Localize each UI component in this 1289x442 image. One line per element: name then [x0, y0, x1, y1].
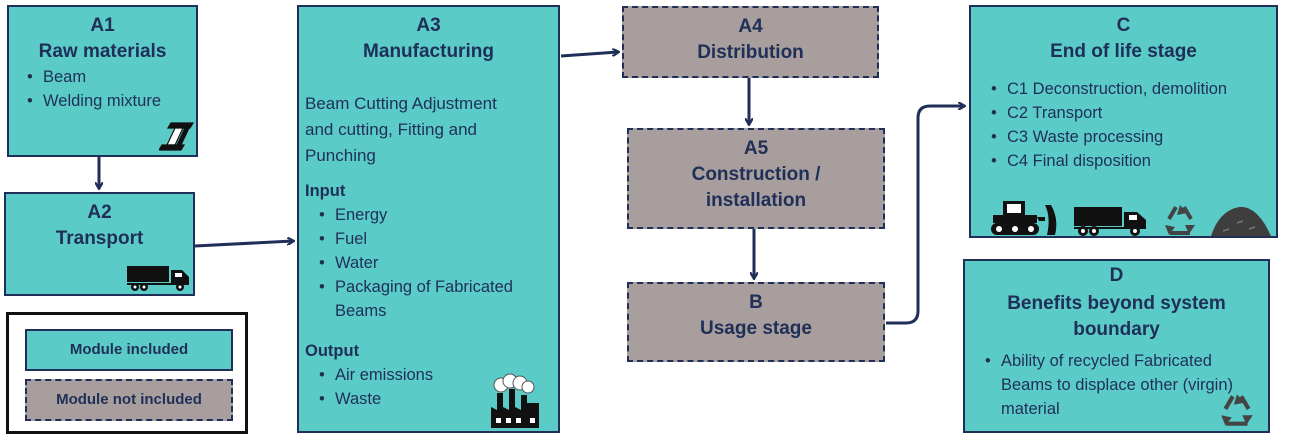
- factory-icon: [491, 373, 539, 428]
- list-item: Energy: [319, 203, 558, 227]
- legend: Module included Module not included: [6, 312, 248, 434]
- module-a5: A5 Construction / installation: [627, 128, 885, 229]
- module-code: A4: [738, 16, 763, 37]
- module-title: Raw materials: [38, 41, 167, 62]
- list-item: Beam: [27, 65, 196, 89]
- description-line: Punching: [305, 146, 376, 165]
- legend-included: Module included: [25, 329, 233, 371]
- list-item: C3 Waste processing: [991, 125, 1276, 149]
- module-code: A3: [416, 15, 441, 36]
- module-title-line: Construction /: [691, 164, 821, 185]
- end-of-life-list: C1 Deconstruction, demolition C2 Transpo…: [971, 77, 1276, 173]
- output-list: Air emissions Waste: [299, 363, 558, 411]
- module-a3: A3 Manufacturing Beam Cutting Adjustment…: [297, 5, 560, 433]
- description-line: Beam Cutting Adjustment: [305, 94, 497, 113]
- waste-pile-icon: [1211, 206, 1271, 236]
- recycle-icon: [1165, 205, 1195, 235]
- truck-icon: [127, 266, 189, 291]
- list-item: C4 Final disposition: [991, 149, 1276, 173]
- module-title: Distribution: [697, 42, 804, 63]
- module-code: A1: [90, 15, 115, 36]
- module-code: B: [749, 292, 763, 313]
- module-code: D: [1109, 265, 1124, 286]
- arrow-b-c: [886, 106, 964, 325]
- benefits-list: Ability of recycled Fabricated Beams to …: [965, 349, 1268, 421]
- list-item: Water: [319, 251, 558, 275]
- module-title-line: installation: [705, 190, 807, 211]
- list-item: C2 Transport: [991, 101, 1276, 125]
- raw-materials-list: Beam Welding mixture: [9, 65, 196, 113]
- module-a4: A4 Distribution: [622, 6, 879, 78]
- arrow-a3-a4: [560, 52, 618, 58]
- module-a1: A1 Raw materials Beam Welding mixture: [7, 5, 198, 157]
- list-item: Air emissions: [319, 363, 558, 387]
- list-item: C1 Deconstruction, demolition: [991, 77, 1276, 101]
- steel-beam-icon: [159, 122, 195, 151]
- description-line: and cutting, Fitting and: [305, 120, 478, 139]
- module-a2: A2 Transport: [4, 192, 195, 296]
- list-item: Waste: [319, 387, 558, 411]
- module-c: C End of life stage C1 Deconstruction, d…: [969, 5, 1278, 238]
- arrow-a2-a3: [194, 241, 293, 248]
- bulldozer-icon: [991, 201, 1057, 235]
- module-b: B Usage stage: [627, 282, 885, 362]
- output-heading: Output: [305, 342, 360, 360]
- module-d: D Benefits beyond system boundary Abilit…: [963, 259, 1270, 433]
- list-item: Packaging of Fabricated Beams: [319, 275, 547, 323]
- module-title-line: Benefits beyond system: [1007, 293, 1226, 314]
- truck-icon: [1074, 207, 1146, 236]
- module-title: Usage stage: [700, 318, 812, 339]
- list-item: Welding mixture: [27, 89, 196, 113]
- module-code: A2: [87, 202, 112, 223]
- process-description: Beam Cutting Adjustment and cutting, Fit…: [305, 91, 558, 169]
- list-item: Ability of recycled Fabricated Beams to …: [985, 349, 1257, 421]
- recycle-icon: [1221, 394, 1253, 426]
- legend-not-included: Module not included: [25, 379, 233, 421]
- module-code: C: [1116, 15, 1131, 36]
- module-code: A5: [743, 138, 769, 159]
- module-title-line: boundary: [1073, 319, 1160, 340]
- list-item: Fuel: [319, 227, 558, 251]
- input-heading: Input: [305, 182, 346, 200]
- module-title: Manufacturing: [363, 41, 494, 62]
- input-list: Energy Fuel Water Packaging of Fabricate…: [299, 203, 558, 323]
- module-title: Transport: [55, 228, 144, 249]
- module-title: End of life stage: [1050, 41, 1197, 62]
